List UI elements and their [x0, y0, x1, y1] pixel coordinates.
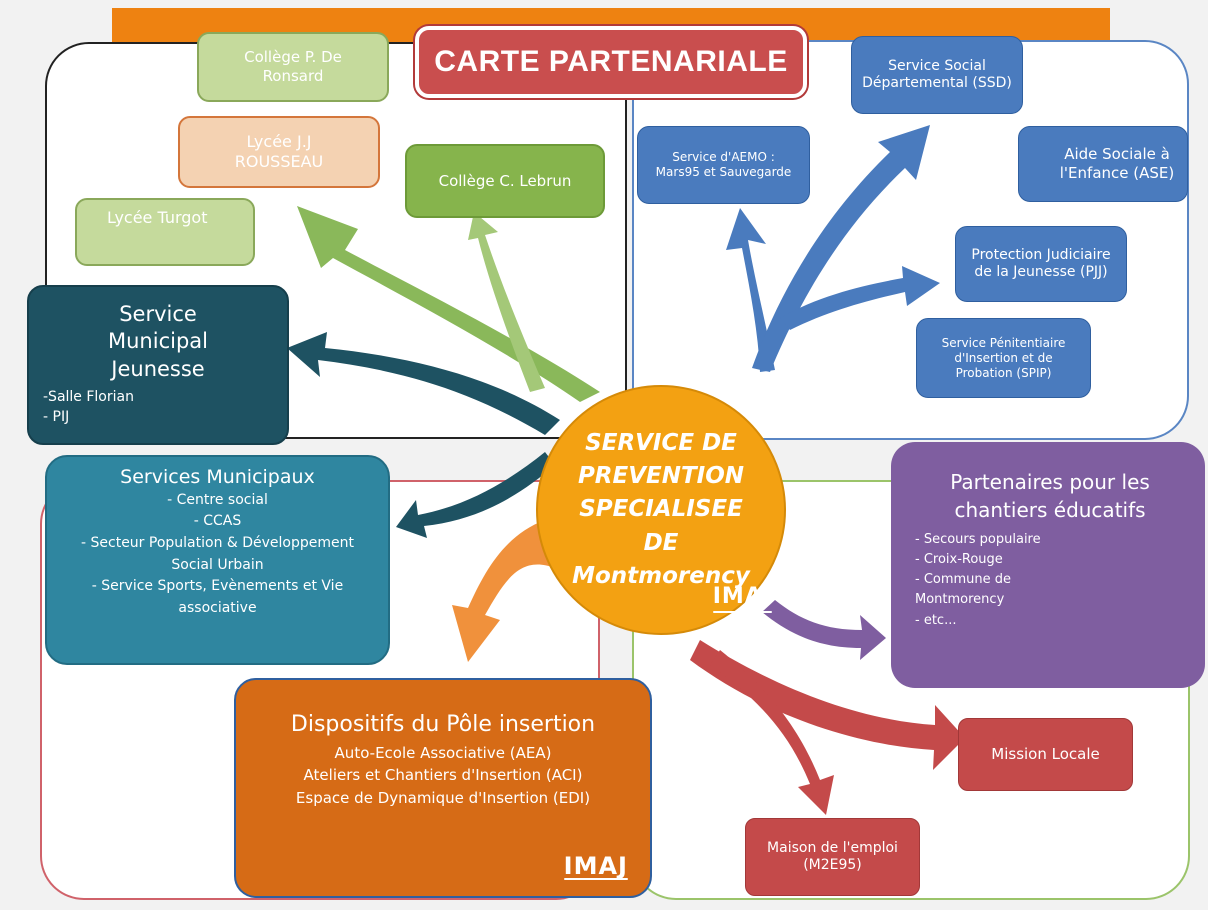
partenaires-list: - Secours populaire - Croix-Rouge - Comm… — [915, 530, 1185, 631]
services-municipaux-item: - Secteur Population & Développement Soc… — [81, 535, 354, 573]
lycee-rousseau-label: Lycée J.J ROUSSEAU — [234, 132, 324, 171]
college-ronsard-box: Collège P. De Ronsard — [197, 32, 389, 102]
ssd-box: Service Social Départemental (SSD) — [851, 36, 1023, 114]
lycee-rousseau-box: Lycée J.J ROUSSEAU — [178, 116, 380, 188]
arrow-to-aemo — [726, 208, 775, 372]
insertion-item: Auto-Ecole Associative (AEA) — [334, 743, 552, 762]
pjj-box: Protection Judiciaire de la Jeunesse (PJ… — [955, 226, 1127, 302]
smj-item: -Salle Florian — [43, 388, 134, 405]
dispositifs-insertion-box: Dispositifs du Pôle insertion Auto-Ecole… — [234, 678, 652, 898]
lycee-turgot-box: Lycée Turgot — [75, 198, 255, 266]
center-line: SPECIALISEE — [579, 496, 743, 523]
insertion-list: Auto-Ecole Associative (AEA) Ateliers et… — [256, 742, 630, 810]
smj-list: -Salle Florian - PIJ — [43, 387, 273, 428]
arrow-to-dispositifs-insertion — [452, 520, 555, 662]
maison-emploi-box: Maison de l'emploi (M2E95) — [745, 818, 920, 896]
insertion-item: Espace de Dynamique d'Insertion (EDI) — [295, 788, 591, 807]
services-municipaux-item: - Centre social — [167, 491, 268, 508]
smj-item: - PIJ — [43, 409, 70, 426]
arrow-to-services-municipaux — [396, 452, 555, 538]
imaj-logo-insertion: IMAJ — [563, 852, 628, 880]
center-line: SERVICE DE — [585, 429, 737, 456]
maison-emploi-label: Maison de l'emploi (M2E95) — [767, 839, 898, 874]
arrow-to-mission-locale — [690, 640, 965, 770]
services-municipaux-list: - Centre social - CCAS - Secteur Populat… — [61, 490, 374, 620]
arrow-to-service-municipal-jeunesse — [287, 332, 560, 435]
smj-title: Service Municipal Jeunesse — [108, 302, 208, 381]
ase-box: Aide Sociale à l'Enfance (ASE) — [1018, 126, 1188, 202]
center-line: PREVENTION — [577, 462, 745, 489]
arrow-to-college-lebrun — [468, 212, 545, 392]
services-municipaux-item: - CCAS — [193, 513, 242, 530]
mission-locale-label: Mission Locale — [991, 745, 1100, 764]
arrow-to-pjj — [780, 266, 940, 330]
center-line: DE — [643, 529, 679, 556]
college-lebrun-box: Collège C. Lebrun — [405, 144, 605, 218]
aemo-label: Service d'AEMO : Mars95 et Sauvegarde — [655, 150, 792, 179]
spip-label: Service Pénitentiaire d'Insertion et de … — [941, 335, 1066, 380]
services-municipaux-item: - Service Sports, Evènements et Vie asso… — [91, 578, 344, 617]
spip-box: Service Pénitentiaire d'Insertion et de … — [916, 318, 1091, 398]
insertion-item: Ateliers et Chantiers d'Insertion (ACI) — [303, 766, 583, 785]
imaj-logo-center: IMAJ — [712, 581, 772, 613]
center-service-prevention: SERVICE DE PREVENTION SPECIALISEE DE Mon… — [536, 385, 786, 635]
page-title: CARTE PARTENARIALE — [415, 26, 807, 98]
imaj-logo-text: IMAJ — [563, 852, 628, 880]
ase-label: Aide Sociale à l'Enfance (ASE) — [1059, 145, 1175, 182]
center-line: Montmorency — [572, 563, 750, 590]
arrow-to-partenaires — [762, 600, 886, 660]
partenaires-box: Partenaires pour les chantiers éducatifs… — [891, 442, 1205, 688]
insertion-title: Dispositifs du Pôle insertion — [290, 712, 596, 737]
partenaires-item: - Secours populaire — [915, 532, 1041, 547]
pjj-label: Protection Judiciaire de la Jeunesse (PJ… — [971, 246, 1111, 281]
lycee-turgot-label: Lycée Turgot — [107, 208, 208, 227]
partenaires-item: - Commune de Montmorency — [915, 572, 1012, 608]
partenaires-title: Partenaires pour les chantiers éducatifs — [950, 470, 1150, 522]
arrow-to-maison-emploi — [710, 650, 834, 815]
college-lebrun-label: Collège C. Lebrun — [438, 171, 572, 190]
aemo-box: Service d'AEMO : Mars95 et Sauvegarde — [637, 126, 810, 204]
mission-locale-box: Mission Locale — [958, 718, 1133, 791]
partenaires-item: - Croix-Rouge — [915, 552, 1003, 568]
service-municipal-jeunesse-box: Service Municipal Jeunesse -Salle Floria… — [27, 285, 289, 445]
services-municipaux-title: Services Municipaux — [120, 466, 315, 488]
imaj-logo-text: IMAJ — [712, 584, 772, 610]
partenaires-item: - etc... — [915, 612, 957, 628]
college-ronsard-label: Collège P. De Ronsard — [244, 48, 342, 85]
ssd-label: Service Social Départemental (SSD) — [862, 57, 1012, 92]
services-municipaux-box: Services Municipaux - Centre social - CC… — [45, 455, 390, 665]
